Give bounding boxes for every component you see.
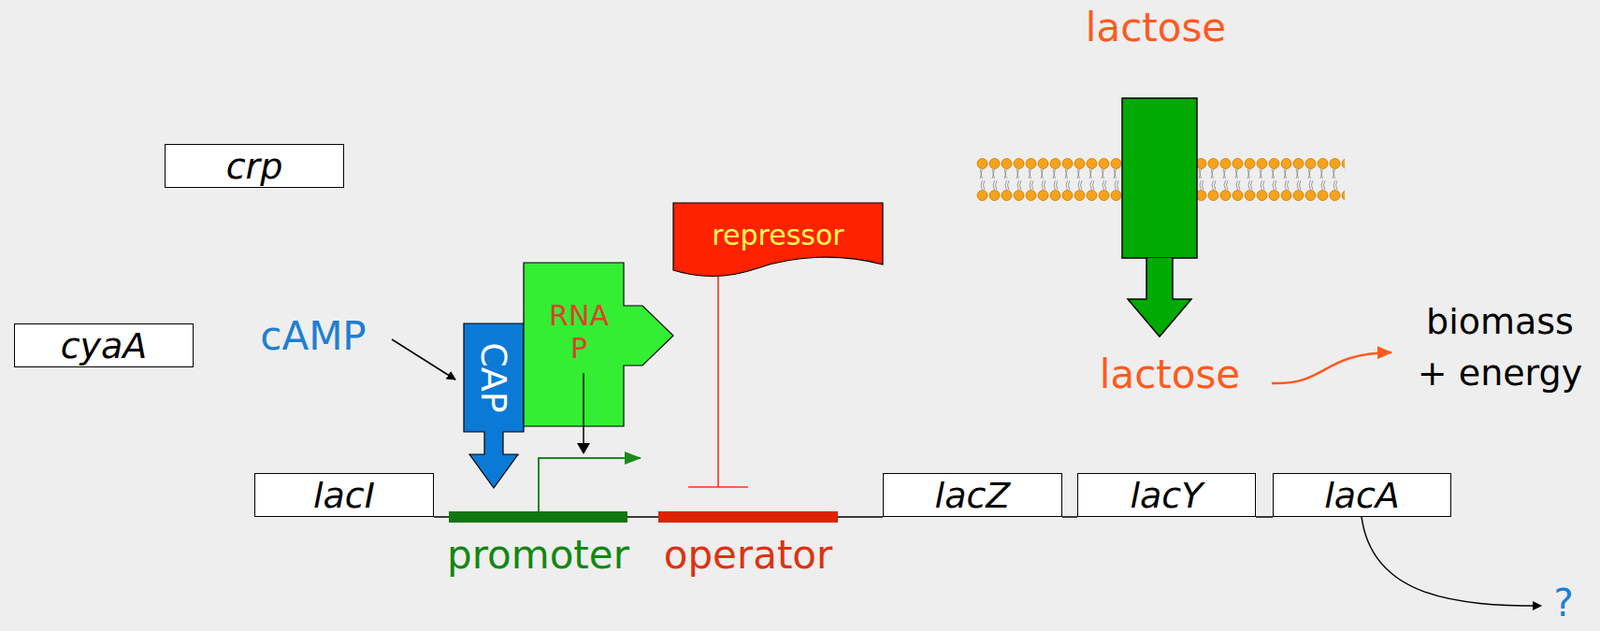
gene-name: lacI <box>313 477 375 514</box>
protein-name: RNA P <box>536 300 621 365</box>
rna-polymerase: RNA P <box>523 262 624 427</box>
gene-name: crp <box>226 148 284 185</box>
gene-box: lacZ <box>882 473 1063 518</box>
membrane <box>976 158 1123 202</box>
product-arrow <box>1361 517 1542 606</box>
gene-box: lacA <box>1272 473 1452 518</box>
region-label: promoter <box>446 535 630 576</box>
cap-protein: CAP <box>463 323 524 433</box>
transcription-start <box>538 458 641 518</box>
camp-arrow <box>391 339 456 380</box>
substrate-label: lactose <box>1085 6 1226 50</box>
substrate-label: lactose <box>1099 353 1240 397</box>
membrane <box>1196 158 1345 202</box>
product-label: biomass + energy <box>1411 296 1589 400</box>
dna-line <box>1062 516 1078 519</box>
gene-name: lacY <box>1130 477 1204 514</box>
transport-arrow <box>1127 258 1192 337</box>
gene-box: crp <box>164 144 345 188</box>
dna-line <box>1255 516 1273 519</box>
repressor-protein: repressor <box>673 202 883 276</box>
metabolism-arrow <box>1271 352 1392 384</box>
lactose-transporter <box>1122 98 1197 259</box>
gene-name: lacZ <box>935 477 1011 514</box>
operator-region: operator <box>658 511 838 523</box>
region-label: operator <box>663 535 834 576</box>
gene-box: cyaA <box>14 323 194 368</box>
gene-box: lacY <box>1077 473 1256 518</box>
unknown-product: ? <box>1553 582 1573 624</box>
gene-name: lacA <box>1324 477 1400 514</box>
promoter-region: promoter <box>448 511 628 523</box>
gene-name: cyaA <box>60 328 148 364</box>
gene-box: lacI <box>254 473 434 518</box>
protein-name: repressor <box>711 221 844 276</box>
repression-connector <box>688 268 749 488</box>
protein-name: CAP <box>475 342 512 413</box>
signal-label: cAMP <box>259 315 366 359</box>
